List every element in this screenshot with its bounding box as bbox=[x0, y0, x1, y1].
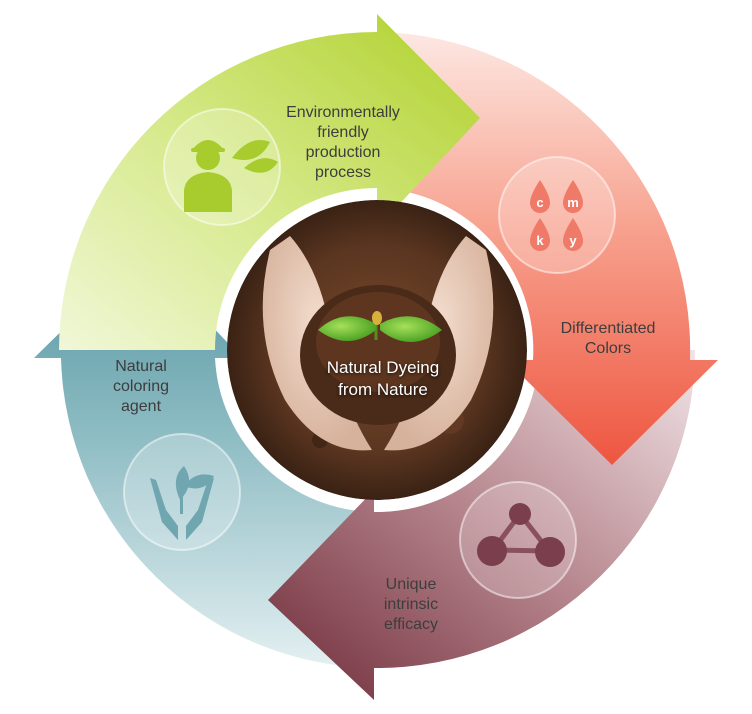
label-unique-intrinsic-efficacy: Unique intrinsic efficacy bbox=[356, 575, 466, 635]
cmky-letter-c: c bbox=[536, 195, 543, 210]
cmky-letter-m: m bbox=[567, 195, 579, 210]
label-line: Environmentally bbox=[286, 104, 400, 121]
cmky-letter-k: k bbox=[536, 233, 544, 248]
label-environmentally-friendly: Environmentally friendly production proc… bbox=[264, 103, 422, 183]
segment-environmentally-friendly bbox=[59, 14, 480, 350]
label-line: process bbox=[314, 164, 372, 181]
label-line: agent bbox=[120, 398, 162, 415]
center-photo bbox=[227, 200, 527, 500]
segment-differentiated-colors bbox=[377, 32, 718, 465]
label-line: coloring bbox=[112, 378, 170, 395]
label-line: intrinsic bbox=[383, 596, 439, 613]
label-line: Unique bbox=[385, 576, 437, 593]
molecule-icon bbox=[477, 503, 565, 567]
label-line: efficacy bbox=[384, 616, 438, 633]
hands-leaf-icon bbox=[150, 466, 214, 540]
colors-icon-badge bbox=[498, 156, 616, 274]
efficacy-icon-badge bbox=[459, 481, 577, 599]
center-title-line: Natural Dyeing bbox=[326, 358, 440, 377]
label-line: production bbox=[305, 144, 381, 161]
label-line: friendly bbox=[317, 124, 369, 141]
center-title-line: from Nature bbox=[338, 380, 428, 399]
cmky-letter-y: y bbox=[569, 233, 577, 248]
segment-natural-coloring-agent bbox=[34, 252, 377, 668]
label-line: Colors bbox=[584, 340, 632, 357]
label-line: Differentiated bbox=[560, 320, 656, 337]
label-differentiated-colors: Differentiated Colors bbox=[538, 319, 678, 359]
center-title: Natural Dyeing from Nature bbox=[286, 357, 480, 401]
cmky-drops-icon: c m k y bbox=[530, 180, 583, 251]
farmer-leaf-icon bbox=[184, 140, 278, 212]
label-line: Natural bbox=[115, 358, 167, 375]
label-natural-coloring-agent: Natural coloring agent bbox=[86, 357, 196, 417]
